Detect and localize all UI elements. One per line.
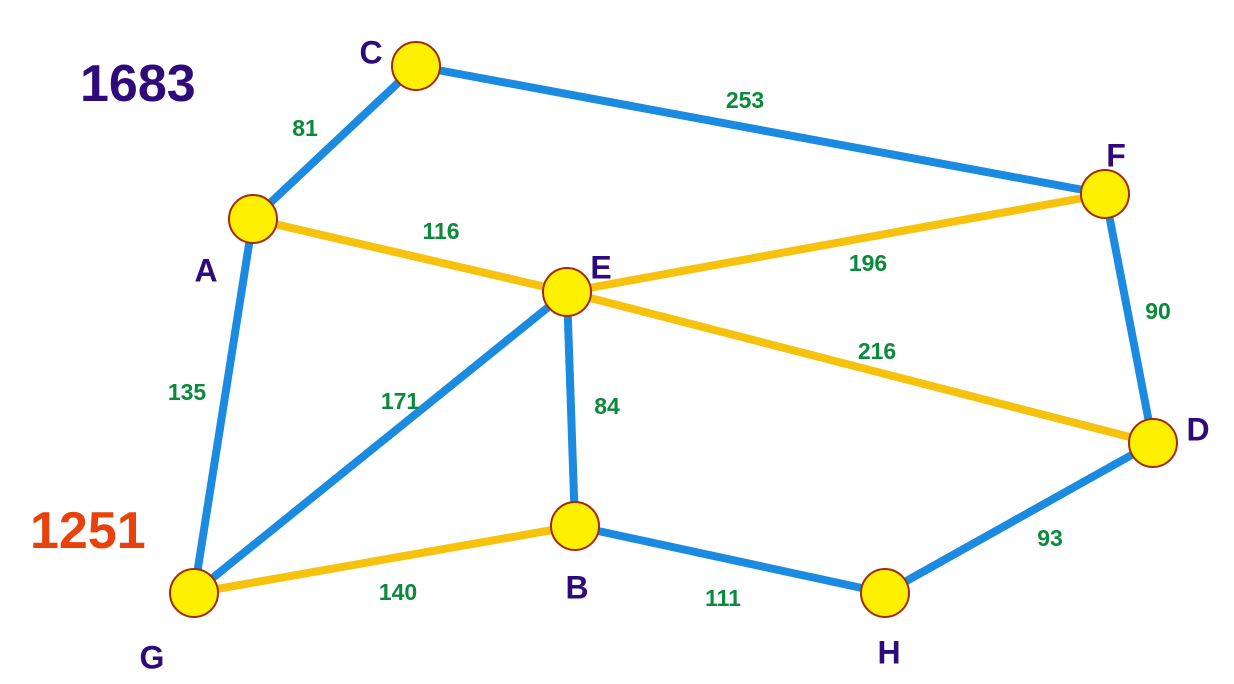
node-e (542, 267, 592, 317)
node-label-g: G (140, 639, 165, 675)
node-label-c: C (359, 34, 382, 70)
node-c (391, 41, 441, 91)
edge-b-h (571, 522, 889, 597)
edge-e-b (563, 288, 579, 530)
edge-weight-a-g: 135 (168, 379, 207, 405)
node-label-e: E (590, 249, 611, 285)
edge-weight-g-b: 140 (379, 579, 417, 605)
edge-weight-c-f: 253 (726, 87, 764, 113)
node-label-f: F (1106, 137, 1126, 173)
edge-weights-layer: 81 253 116 196 90 216 135 171 84 140 111 93 (168, 87, 1171, 611)
node-d (1128, 418, 1178, 468)
edges-layer (190, 62, 1157, 597)
node-a (228, 194, 278, 244)
edge-weight-b-h: 111 (705, 585, 741, 611)
edge-weight-a-e: 116 (422, 218, 459, 244)
edge-weight-f-d: 90 (1145, 298, 1171, 324)
edge-weight-e-d: 216 (858, 338, 896, 364)
nodes-layer (169, 41, 1178, 618)
total-top: 1683 (80, 55, 196, 113)
node-g (169, 568, 219, 618)
node-label-h: H (877, 634, 900, 670)
edge-a-c (249, 62, 420, 223)
node-labels-layer: C F A E D B G H (140, 34, 1210, 675)
node-label-d: D (1186, 411, 1209, 447)
edge-a-e (249, 215, 571, 296)
edge-h-d (881, 439, 1157, 597)
edge-f-d (1101, 190, 1157, 447)
edge-e-g (190, 288, 571, 597)
edge-weight-a-c: 81 (292, 115, 318, 141)
edge-weight-h-d: 93 (1037, 525, 1063, 551)
node-label-b: B (565, 569, 588, 605)
node-label-a: A (194, 252, 217, 288)
edge-weight-e-f: 196 (849, 250, 887, 276)
node-f (1080, 169, 1130, 219)
edge-e-d (563, 288, 1157, 447)
edge-weight-e-b: 84 (594, 393, 620, 419)
edge-g-b (190, 522, 579, 597)
edge-e-f (563, 190, 1109, 296)
edge-weight-e-g: 171 (381, 388, 420, 414)
node-h (860, 568, 910, 618)
total-bottom: 1251 (30, 502, 146, 560)
edge-a-g (190, 215, 257, 597)
node-b (550, 501, 600, 551)
edge-c-f (412, 62, 1109, 198)
